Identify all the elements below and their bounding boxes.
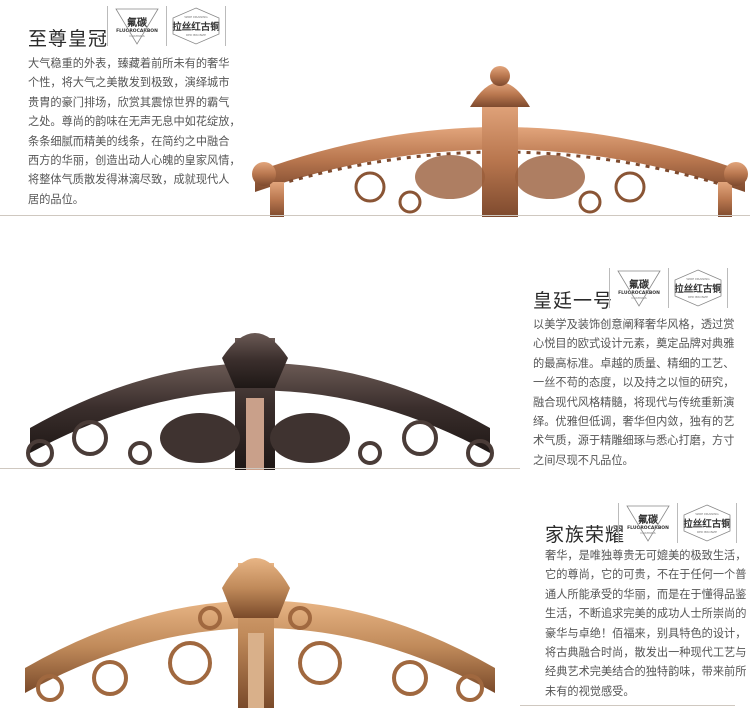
badge-tiny: COATINGS	[631, 296, 647, 300]
badge-tiny: RED BRONZE	[186, 33, 206, 37]
description-line: 将古典融合时尚，散发出一种现代工艺与	[545, 646, 747, 660]
description-line: 以美学及装饰创意阐释奢华风格，透过赏	[533, 318, 735, 331]
red-bronze-badge: WIRE DRAWING 拉丝红古铜 RED BRONZE	[167, 6, 225, 46]
badge-sub: FLUOROCARBON	[618, 291, 660, 296]
red-bronze-badge: WIRE DRAWING 拉丝红古铜 RED BRONZE	[669, 268, 727, 308]
badge-top: WIRE DRAWING	[695, 512, 719, 516]
badge-top: WIRE DRAWING	[184, 15, 208, 19]
divider	[0, 215, 750, 216]
description-line: 的最高标准。卓越的质量、精细的工艺、	[533, 356, 735, 370]
hexagon-icon	[674, 269, 722, 307]
fluorocarbon-badge: 氟碳 FLUOROCARBON COATINGS	[619, 503, 677, 543]
description-line: 心悦目的欧式设计元素，奠定品牌对典雅	[533, 337, 735, 351]
badge-main: 氟碳	[638, 515, 658, 526]
divider	[520, 705, 735, 706]
badge-main: 氟碳	[629, 280, 649, 291]
description-line: 之处。尊尚的韵味在无声无息中如花绽放，	[28, 115, 241, 129]
badge-tiny: RED BRONZE	[697, 530, 717, 534]
description-line: 它的尊尚，它的可贵，不在于任何一个普	[545, 568, 747, 582]
fluorocarbon-badge: 氟碳 FLUOROCARBON COATINGS	[610, 268, 668, 308]
badge-top: WIRE DRAWING	[686, 277, 710, 281]
badge-sub: FLUOROCARBON	[627, 526, 669, 531]
gold-copper-gate-image	[25, 558, 495, 708]
description-line: 豪华与卓绝！佰福来，别具特色的设计，	[545, 626, 747, 640]
description-line: 生活，不断追求完美的成功人士所崇尚的	[545, 607, 747, 621]
description-line: 一丝不苟的态度，以及持之以恒的研究，	[533, 376, 735, 390]
badge-main: 拉丝红古铜	[172, 22, 220, 33]
description-line: 西方的华丽，创造出动人心魄的皇家风情，	[28, 154, 241, 168]
description-line: 融合现代风格精髓，将现代与传统重新演	[533, 395, 735, 409]
section-description: 以美学及装饰创意阐释奢华风格，透过赏心悦目的欧式设计元素，奠定品牌对典雅的最高标…	[533, 315, 748, 470]
triangle-icon	[115, 8, 159, 45]
description-line: 之间尽现不凡品位。	[533, 453, 634, 467]
badge-main: 氟碳	[127, 18, 147, 29]
section-description: 奢华，是唯独尊贵无可媲美的极致生活， 它的尊尚，它的可贵，不在于任何一个普通人所能…	[545, 546, 750, 701]
badge-main: 拉丝红古铜	[683, 519, 731, 530]
description-line: 大气稳重的外表，臻藏着前所未有的奢华	[28, 57, 230, 70]
section-title: 至尊皇冠	[28, 28, 109, 50]
divider	[0, 468, 520, 469]
section-title: 皇廷一号	[533, 290, 614, 312]
hexagon-icon	[172, 7, 220, 45]
hexagon-icon	[683, 504, 731, 542]
badge-tiny: RED BRONZE	[688, 295, 708, 299]
badge-sub: FLUOROCARBON	[116, 29, 158, 34]
description-line: 绎。优雅但低调，奢华但内敛，独有的艺	[533, 415, 735, 429]
badge-tiny: COATINGS	[640, 531, 656, 535]
triangle-icon	[626, 505, 670, 542]
description-line: 奢华，是唯独尊贵无可媲美的极致生活，	[545, 549, 747, 562]
badge-group: 氟碳 FLUOROCARBON COATINGS WIRE DRAWING 拉丝…	[609, 268, 728, 308]
badge-tiny: COATINGS	[129, 34, 145, 38]
section-description: 大气稳重的外表，臻藏着前所未有的奢华个性，将大气之美散发到极致，演绎城市贵胄的豪…	[28, 54, 243, 209]
description-line: 通人所能承受的华丽，而是在于懂得品鉴	[545, 587, 747, 601]
badge-main: 拉丝红古铜	[674, 284, 722, 295]
description-line: 未有的视觉感受。	[545, 684, 635, 698]
badge-group: 氟碳 FLUOROCARBON COATINGS WIRE DRAWING 拉丝…	[618, 503, 737, 543]
red-bronze-badge: WIRE DRAWING 拉丝红古铜 RED BRONZE	[678, 503, 736, 543]
description-line: 居的品位。	[28, 192, 84, 206]
triangle-icon	[617, 270, 661, 307]
dark-bronze-gate-image	[26, 333, 494, 470]
badge-group: 氟碳 FLUOROCARBON COATINGS WIRE DRAWING 拉丝…	[107, 6, 226, 46]
description-line: 贵胄的豪门排场，欣赏其震惊世界的霸气	[28, 95, 230, 109]
fluorocarbon-badge: 氟碳 FLUOROCARBON COATINGS	[108, 6, 166, 46]
description-line: 条条细腻而精美的线条，在简约之中融合	[28, 134, 230, 148]
section-title: 家族荣耀	[545, 524, 626, 546]
description-line: 个性，将大气之美散发到极致，演绎城市	[28, 76, 230, 90]
description-line: 经典艺术完美结合的独特韵味，带来前所	[545, 665, 747, 679]
description-line: 术气质，源于精雕细琢与悉心打磨，方寸	[533, 434, 735, 448]
description-line: 将整体气质散发得淋漓尽致，成就现代人	[28, 173, 230, 187]
copper-gate-image	[252, 66, 748, 217]
